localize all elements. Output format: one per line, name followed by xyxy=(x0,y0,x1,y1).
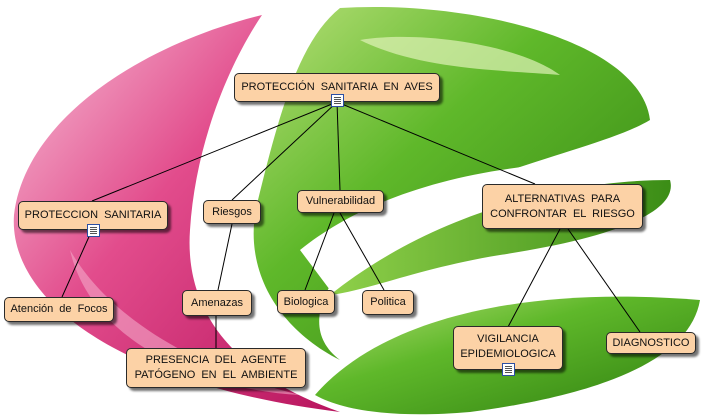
node-vigilancia-epidemiologica[interactable]: VIGILANCIA EPIDEMIOLOGICA xyxy=(453,326,563,376)
connector-proteccion-atencion xyxy=(61,229,93,298)
node-label: PRESENCIA DEL AGENTE PATÓGENO EN EL AMBI… xyxy=(134,354,298,381)
node-label: Vulnerabilidad xyxy=(305,195,376,207)
connector-riesgos-amenazas xyxy=(217,223,233,291)
node-politica[interactable]: Politica xyxy=(362,290,414,315)
connector-root-riesgos xyxy=(231,101,338,201)
document-icon[interactable] xyxy=(502,363,515,376)
connector-root-alternativas xyxy=(336,101,536,185)
node-diagnostico[interactable]: DIAGNOSTICO xyxy=(606,332,696,354)
node-label: ALTERNATIVAS PARA CONFRONTAR EL RIESGO xyxy=(490,192,635,220)
node-amenazas[interactable]: Amenazas xyxy=(182,290,252,316)
connector-vulnerabilidad-biologica xyxy=(304,212,335,291)
node-label: Politica xyxy=(370,296,406,308)
node-presencia-agente-patogeno[interactable]: PRESENCIA DEL AGENTE PATÓGENO EN EL AMBI… xyxy=(126,348,306,388)
node-label: Biologica xyxy=(283,295,329,308)
connector-alternativas-vigilancia xyxy=(507,228,561,328)
node-biologica[interactable]: Biologica xyxy=(277,290,335,314)
node-proteccion-sanitaria[interactable]: PROTECCION SANITARIA xyxy=(18,201,168,237)
connector-vulnerabilidad-politica xyxy=(339,212,385,291)
node-atencion-de-focos[interactable]: Atención de Focos xyxy=(4,297,114,322)
node-label: PROTECCIÓN SANITARIA EN AVES xyxy=(241,81,433,93)
connector-root-proteccion xyxy=(91,101,338,202)
node-label: Riesgos xyxy=(212,205,252,218)
node-label: DIAGNOSTICO xyxy=(612,336,690,349)
document-icon[interactable] xyxy=(331,94,344,107)
connector-root-vulnerabilidad xyxy=(336,101,341,191)
node-label: VIGILANCIA EPIDEMIOLOGICA xyxy=(460,333,556,360)
node-label: PROTECCION SANITARIA xyxy=(24,209,162,221)
node-proteccion-sanitaria-en-aves[interactable]: PROTECCIÓN SANITARIA EN AVES xyxy=(234,73,440,107)
node-vulnerabilidad[interactable]: Vulnerabilidad xyxy=(297,190,384,213)
document-icon[interactable] xyxy=(87,224,100,237)
node-alternativas[interactable]: ALTERNATIVAS PARA CONFRONTAR EL RIESGO xyxy=(482,184,643,229)
node-riesgos[interactable]: Riesgos xyxy=(203,200,261,224)
node-label: Amenazas xyxy=(191,296,243,309)
node-label: Atención de Focos xyxy=(10,303,108,315)
connector-alternativas-diagnostico xyxy=(567,228,641,333)
